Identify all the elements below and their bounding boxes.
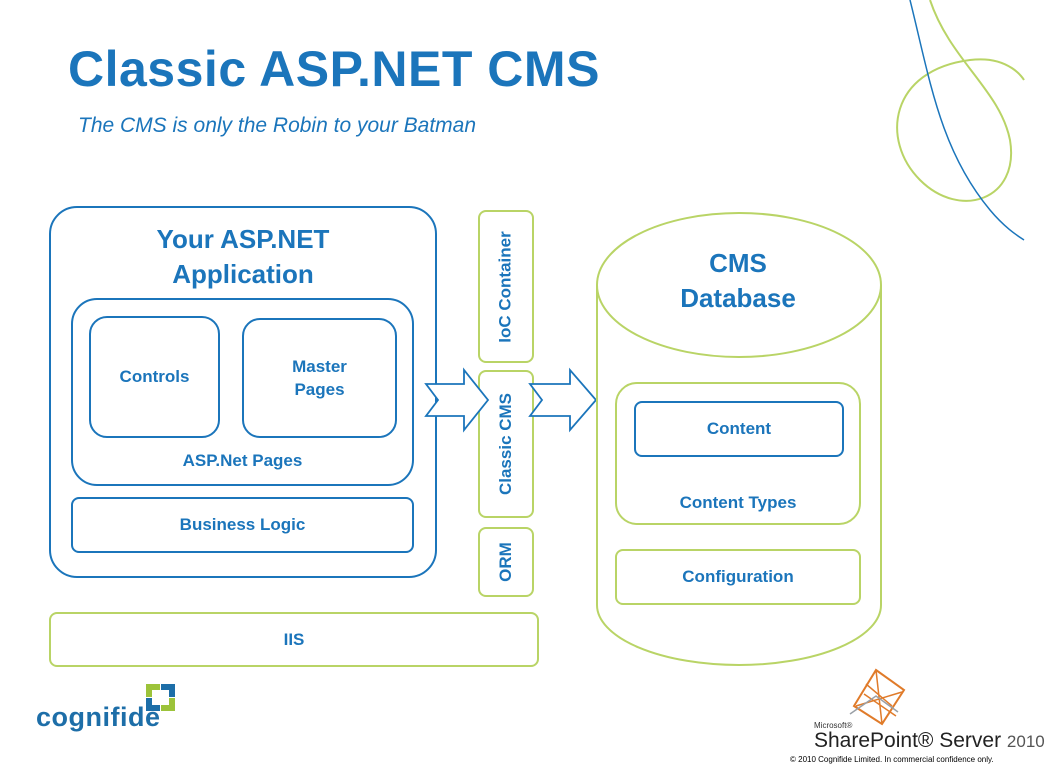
- page-title: Classic ASP.NET CMS: [68, 41, 600, 97]
- orm-label: ORM: [495, 542, 515, 582]
- sharepoint-logo-icon: [849, 668, 906, 726]
- sharepoint-wordmark: SharePoint® Server 2010: [814, 729, 1045, 753]
- ioc-container-strip: IoC Container: [478, 210, 534, 363]
- classic-cms-label: Classic CMS: [496, 392, 516, 496]
- cognifide-logo-icon: [146, 684, 175, 711]
- cognifide-wordmark: cognifide: [36, 702, 161, 732]
- microsoft-label: Microsoft®: [814, 721, 853, 730]
- decorative-swirl: [896, 0, 1025, 241]
- sharepoint-year: 2010: [1006, 732, 1045, 751]
- classic-cms-strip: Classic CMS: [478, 370, 534, 518]
- sharepoint-name: SharePoint® Server: [814, 729, 1002, 752]
- business-logic-box: Business Logic: [71, 497, 414, 553]
- ioc-container-label: IoC Container: [496, 230, 516, 343]
- master-pages-box: Master Pages: [242, 318, 397, 438]
- application-title: Your ASP.NET Application: [156, 224, 330, 289]
- arrow-cms-to-database-icon: [528, 367, 598, 433]
- page-subtitle: The CMS is only the Robin to your Batman: [78, 114, 477, 137]
- content-box: Content: [634, 401, 844, 457]
- database-title: CMS Database: [680, 248, 796, 313]
- controls-box: Controls: [89, 316, 220, 438]
- configuration-box: Configuration: [615, 549, 861, 605]
- content-types-label: Content Types: [679, 493, 797, 512]
- orm-strip: ORM: [478, 527, 534, 597]
- iis-box: IIS: [49, 612, 539, 667]
- aspnet-pages-label: ASP.Net Pages: [182, 451, 303, 470]
- arrow-app-to-cms-icon: [424, 367, 490, 433]
- copyright-notice: © 2010 Cognifide Limited. In commercial …: [790, 755, 994, 764]
